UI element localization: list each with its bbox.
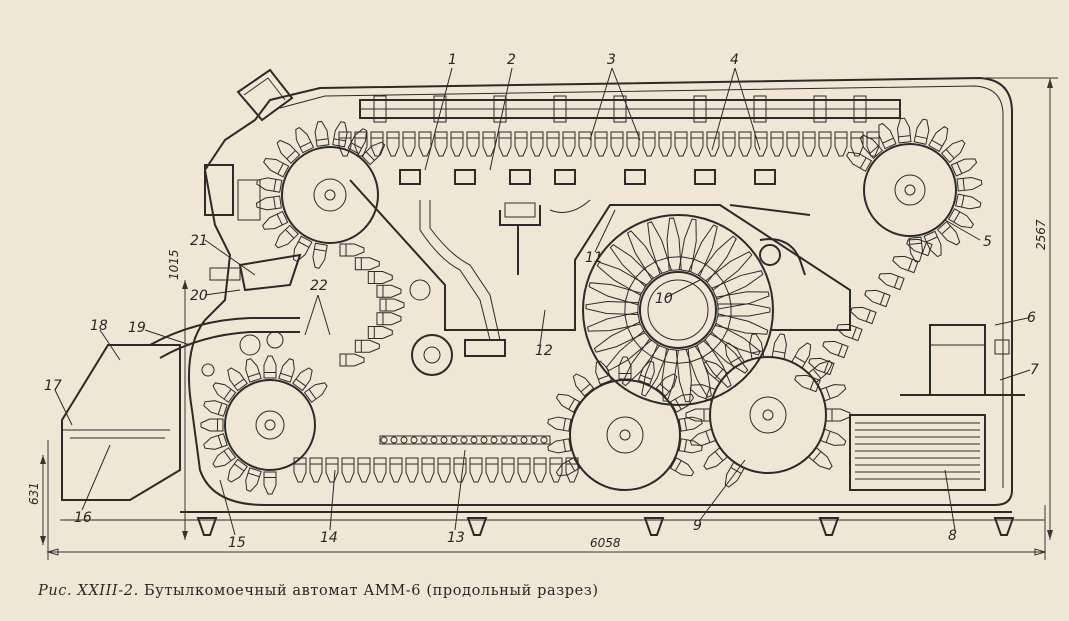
dimension-lower-height <box>40 455 46 545</box>
sprocket-upper-left <box>281 146 379 244</box>
callout-20: 20 <box>190 288 208 304</box>
dimension-631-label: 631 <box>27 482 41 505</box>
callout-labels: 1 2 3 4 5 6 7 8 9 10 11 12 13 14 15 16 1… <box>44 52 1039 551</box>
callout-16: 16 <box>74 510 92 526</box>
callout-4: 4 <box>730 52 739 68</box>
bottle-carrier-chain <box>200 117 983 495</box>
callout-9: 9 <box>693 518 702 534</box>
machine-base <box>60 511 1045 536</box>
callout-17: 17 <box>44 378 62 394</box>
dimension-height-label: 2567 <box>1034 219 1048 250</box>
callout-8: 8 <box>948 528 957 544</box>
figure-caption: Рис. XXIII-2. Бутылкомоечный автомат АММ… <box>38 583 738 599</box>
callout-22: 22 <box>310 278 328 294</box>
loading-station <box>61 317 300 501</box>
callout-21: 21 <box>190 233 208 249</box>
callout-15: 15 <box>228 535 246 551</box>
callout-1: 1 <box>448 52 457 68</box>
figure-label: Рис. XXIII-2. <box>38 583 139 599</box>
callout-14: 14 <box>320 530 338 546</box>
dimension-upper-height <box>182 280 188 540</box>
callout-5: 5 <box>983 234 992 250</box>
sprocket-lower-center <box>569 379 681 491</box>
sprocket-lower-right <box>709 356 827 474</box>
callout-18: 18 <box>90 318 108 334</box>
figure-title: Бутылкомоечный автомат АММ-6 (продольный… <box>144 583 599 599</box>
top-manifold <box>359 95 901 185</box>
callout-11: 11 <box>585 250 603 266</box>
callout-leaders <box>54 67 1031 536</box>
central-drum <box>582 214 774 406</box>
callout-13: 13 <box>447 530 465 546</box>
dimension-length-label: 6058 <box>590 536 621 550</box>
sprocket-upper-right <box>863 143 957 237</box>
internal-piping <box>201 164 851 377</box>
callout-6: 6 <box>1027 310 1036 326</box>
callout-19: 19 <box>128 320 146 336</box>
machine-housing <box>187 68 1013 506</box>
heater-block <box>849 324 1025 491</box>
dimension-overall-length <box>46 440 1047 560</box>
dimension-1015-label: 1015 <box>167 249 181 280</box>
sprocket-lower-left <box>224 379 316 471</box>
callout-2: 2 <box>507 52 516 68</box>
lower-chain-13 <box>379 435 551 445</box>
callout-7: 7 <box>1030 362 1039 378</box>
callout-10: 10 <box>655 291 673 307</box>
callout-3: 3 <box>607 52 616 68</box>
dimension-overall-height <box>980 77 1058 540</box>
callout-12: 12 <box>535 343 553 359</box>
